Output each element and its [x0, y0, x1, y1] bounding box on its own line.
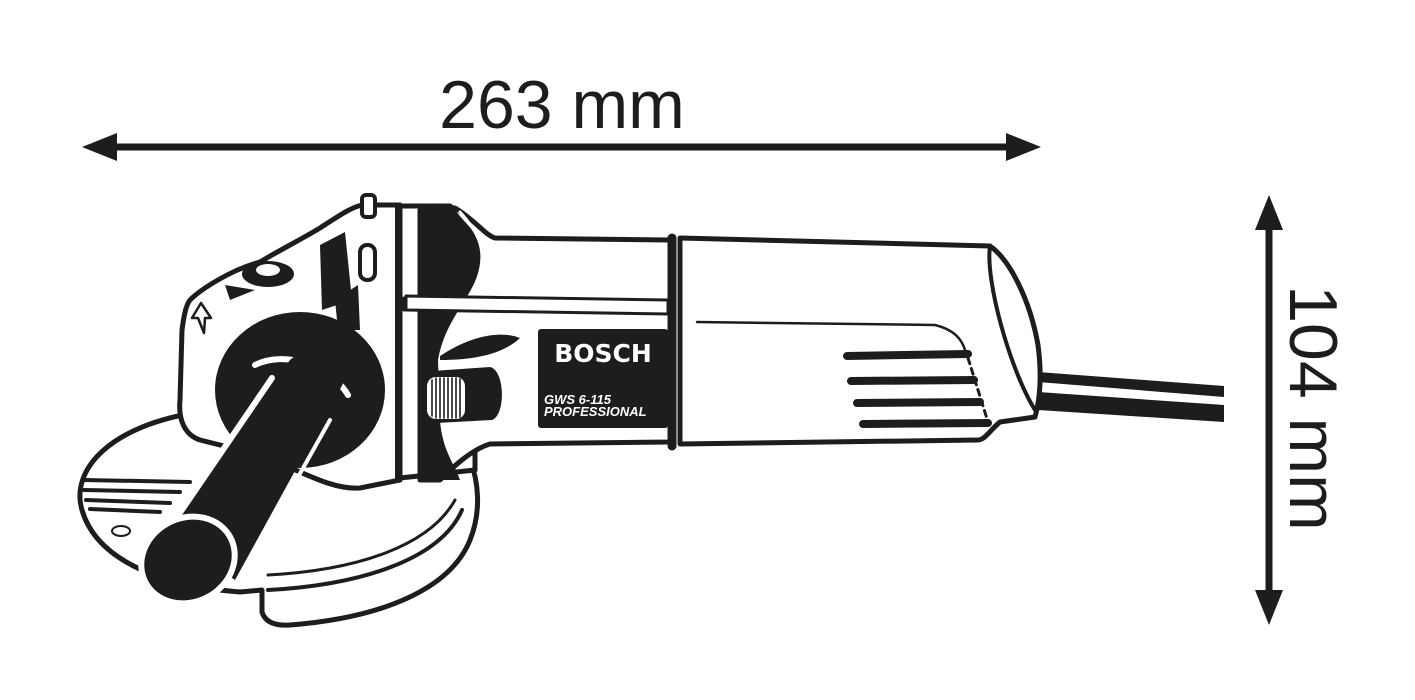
spindle-lock-button	[360, 193, 377, 219]
ventilation-slots	[843, 350, 992, 428]
slide-switch	[418, 367, 502, 424]
auxiliary-handle	[138, 312, 385, 607]
motor-housing	[677, 235, 1043, 447]
guard-screw-icon	[111, 525, 131, 537]
power-cord	[1038, 372, 1224, 422]
arrow-right-icon	[1006, 133, 1041, 161]
arrow-up-icon	[1255, 195, 1283, 230]
arrow-down-icon	[1255, 590, 1283, 625]
product-line-label: PROFESSIONAL	[544, 404, 647, 419]
height-dimension: 104 mm	[1255, 195, 1351, 625]
arrow-left-icon	[82, 133, 117, 161]
angle-grinder-drawing: BOSCH GWS 6-115 PROFESSIONAL	[77, 193, 1224, 628]
rotation-arrow-icon	[190, 301, 213, 335]
length-label: 263 mm	[439, 67, 685, 143]
length-dimension: 263 mm	[82, 67, 1041, 161]
handle-end-cap	[138, 513, 238, 607]
brand-label: BOSCH	[554, 339, 652, 368]
label-plate: BOSCH GWS 6-115 PROFESSIONAL	[538, 329, 668, 428]
model-label: GWS 6-115	[544, 392, 612, 407]
height-label: 104 mm	[1275, 285, 1351, 531]
